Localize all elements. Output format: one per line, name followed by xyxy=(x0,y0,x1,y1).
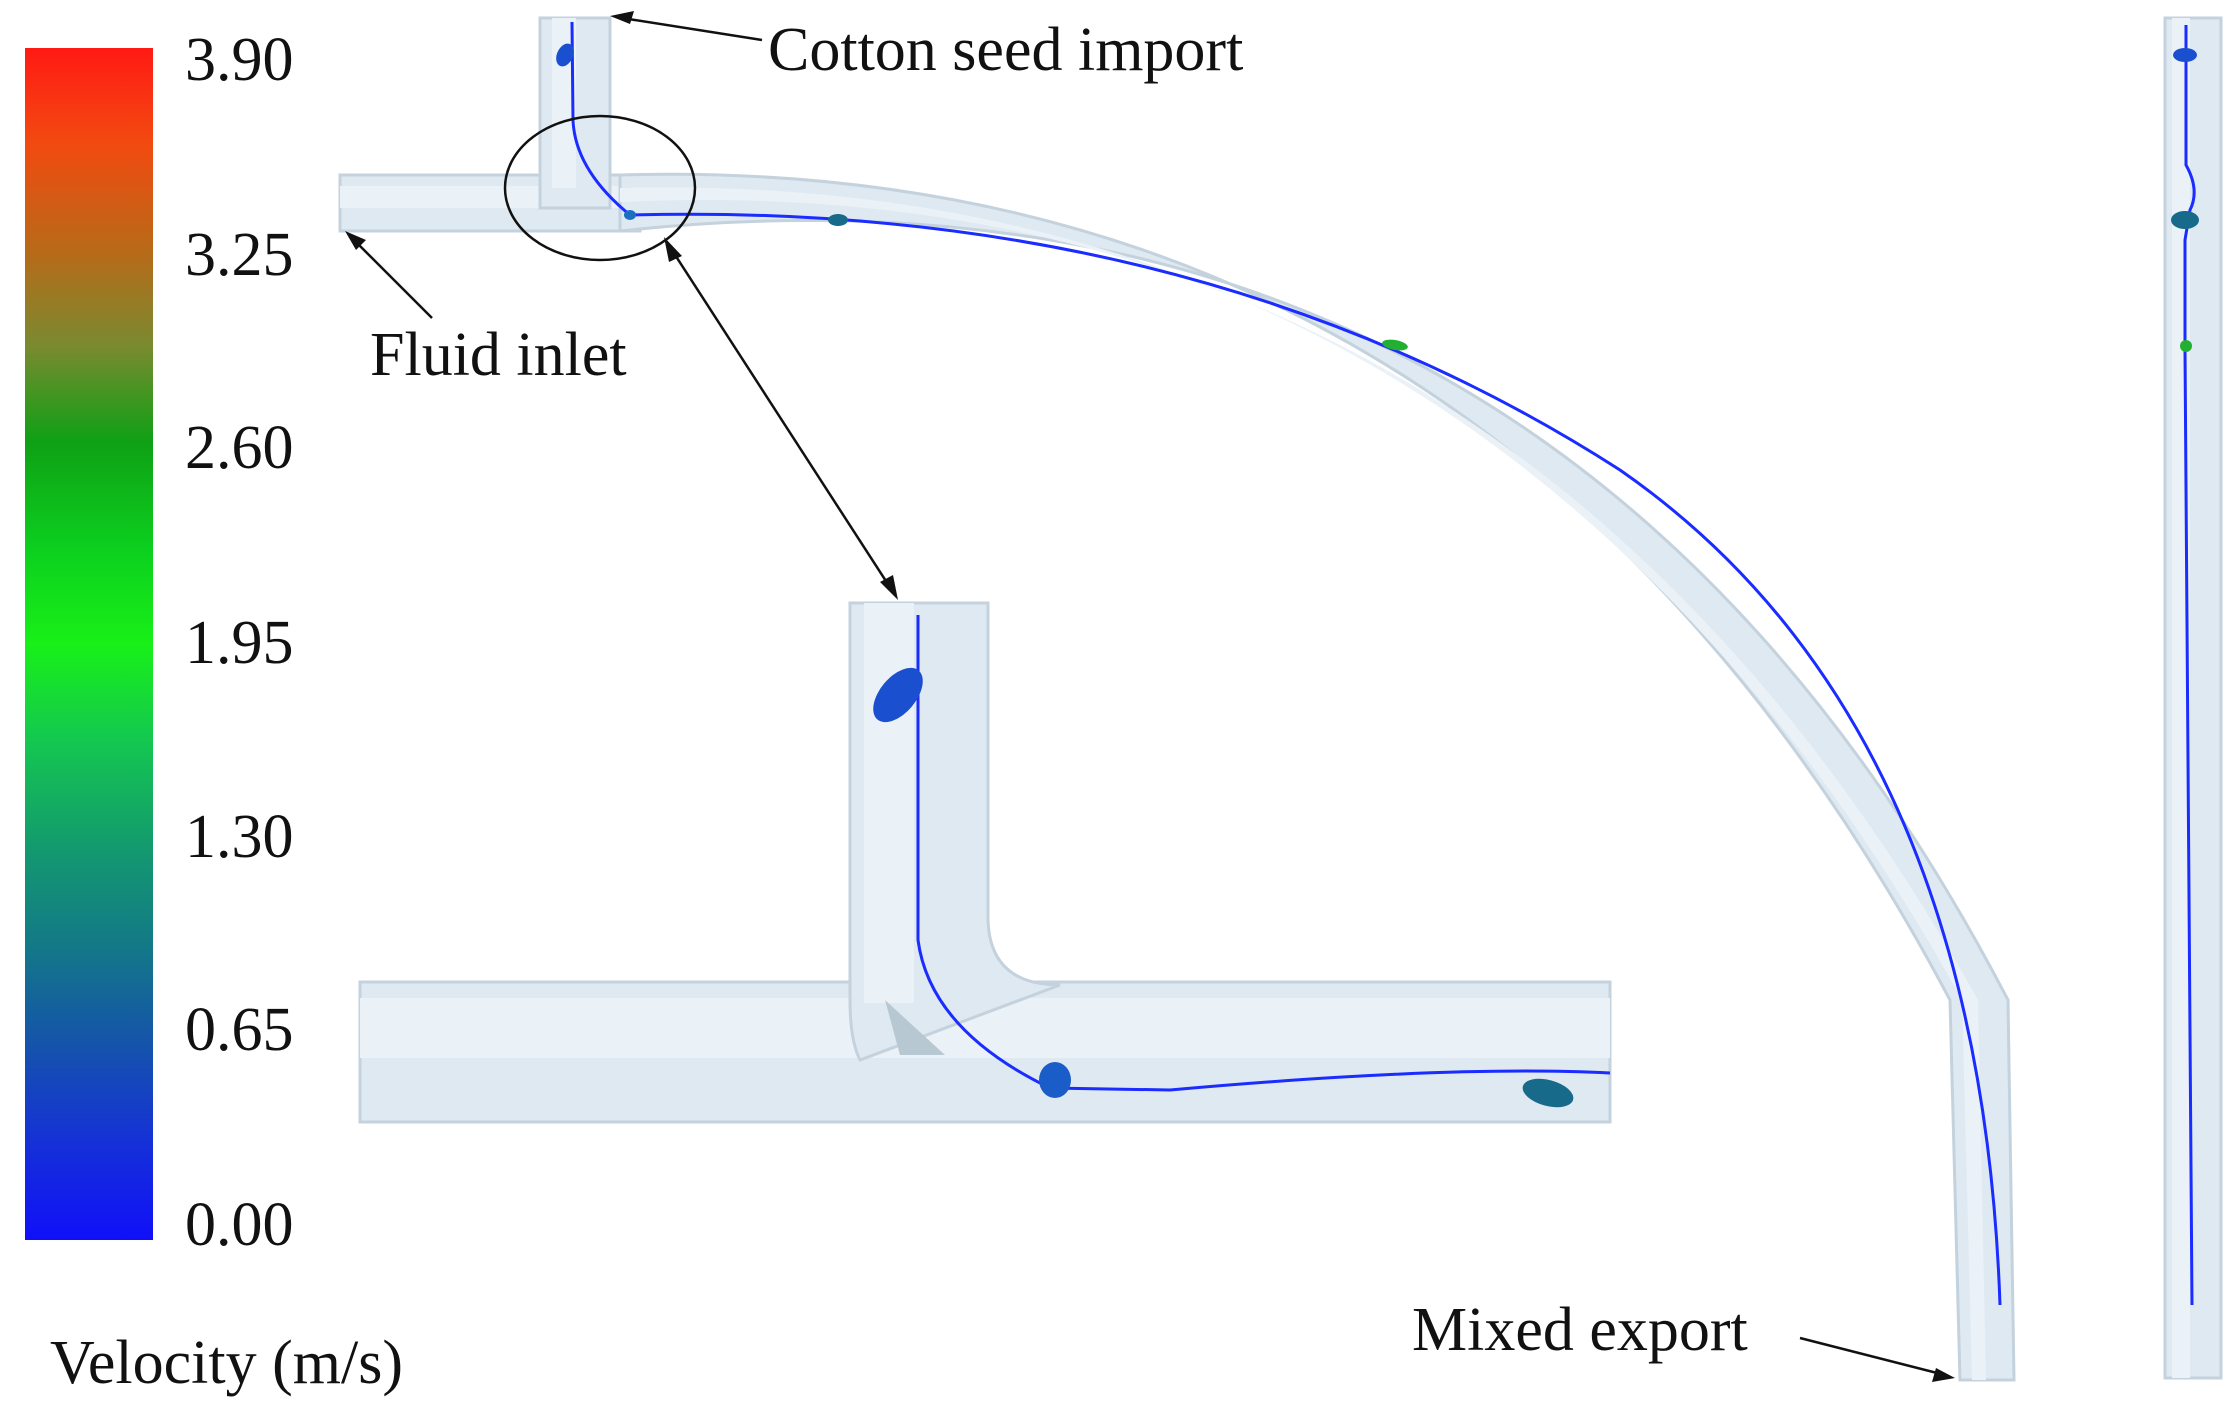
seed-particle xyxy=(828,214,848,226)
seed-particle xyxy=(624,210,636,220)
seed-particle xyxy=(556,43,574,67)
zoom-inset xyxy=(358,601,1612,1124)
tick-label-1-30: 1.30 xyxy=(185,803,294,871)
tick-label-2-60: 2.60 xyxy=(185,414,294,482)
inset-seed-particle xyxy=(873,667,923,723)
mixed-export-arrow-line xyxy=(1799,1336,1946,1377)
inset-seed-particle xyxy=(1039,1062,1071,1098)
bend-pipe xyxy=(618,172,2016,1382)
zoom-arrowhead-bottom xyxy=(880,575,898,600)
tick-label-1-95: 1.95 xyxy=(185,609,294,677)
cotton-seed-arrow-line xyxy=(621,16,763,42)
callouts: Cotton seed import Fluid inlet Mixed exp… xyxy=(345,11,1955,1382)
color-bar xyxy=(25,48,153,1240)
inset-corner-shadow xyxy=(885,1000,945,1055)
main-pipe xyxy=(338,16,2016,1382)
inset-streamline xyxy=(916,615,1611,1092)
tick-label-0-65: 0.65 xyxy=(185,996,294,1064)
mixed-export-arrowhead xyxy=(1932,1368,1955,1382)
fluid-inlet-arrowhead xyxy=(345,231,366,250)
zoom-arrow-line xyxy=(666,243,895,593)
legend-title: Velocity (m/s) xyxy=(50,1329,403,1397)
side-seed-particle xyxy=(2171,211,2199,229)
zoom-circle xyxy=(503,114,697,262)
cotton-seed-import-label: Cotton seed import xyxy=(768,16,1243,84)
side-seed-particle xyxy=(2180,340,2192,352)
velocity-legend: 3.90 3.25 2.60 1.95 1.30 0.65 0.00 Veloc… xyxy=(25,26,403,1397)
zoom-arrowhead-top xyxy=(664,237,682,262)
side-view-pipe xyxy=(2163,16,2223,1380)
cotton-seed-arrowhead xyxy=(610,11,634,24)
inset-vertical-highlight xyxy=(864,603,914,1003)
tick-label-3-90: 3.90 xyxy=(185,26,294,94)
tick-label-3-25: 3.25 xyxy=(185,221,294,289)
fluid-inlet-arrow-line xyxy=(351,237,433,319)
inset-seed-particle xyxy=(1522,1078,1574,1108)
mixed-export-label: Mixed export xyxy=(1412,1296,1748,1364)
tick-label-0-00: 0.00 xyxy=(185,1191,294,1259)
seed-particle xyxy=(1382,339,1408,351)
side-streamline xyxy=(2183,25,2196,1306)
side-seed-particle xyxy=(2173,48,2197,62)
fluid-inlet-label: Fluid inlet xyxy=(370,321,627,389)
bend-pipe-highlight xyxy=(620,187,1986,1381)
